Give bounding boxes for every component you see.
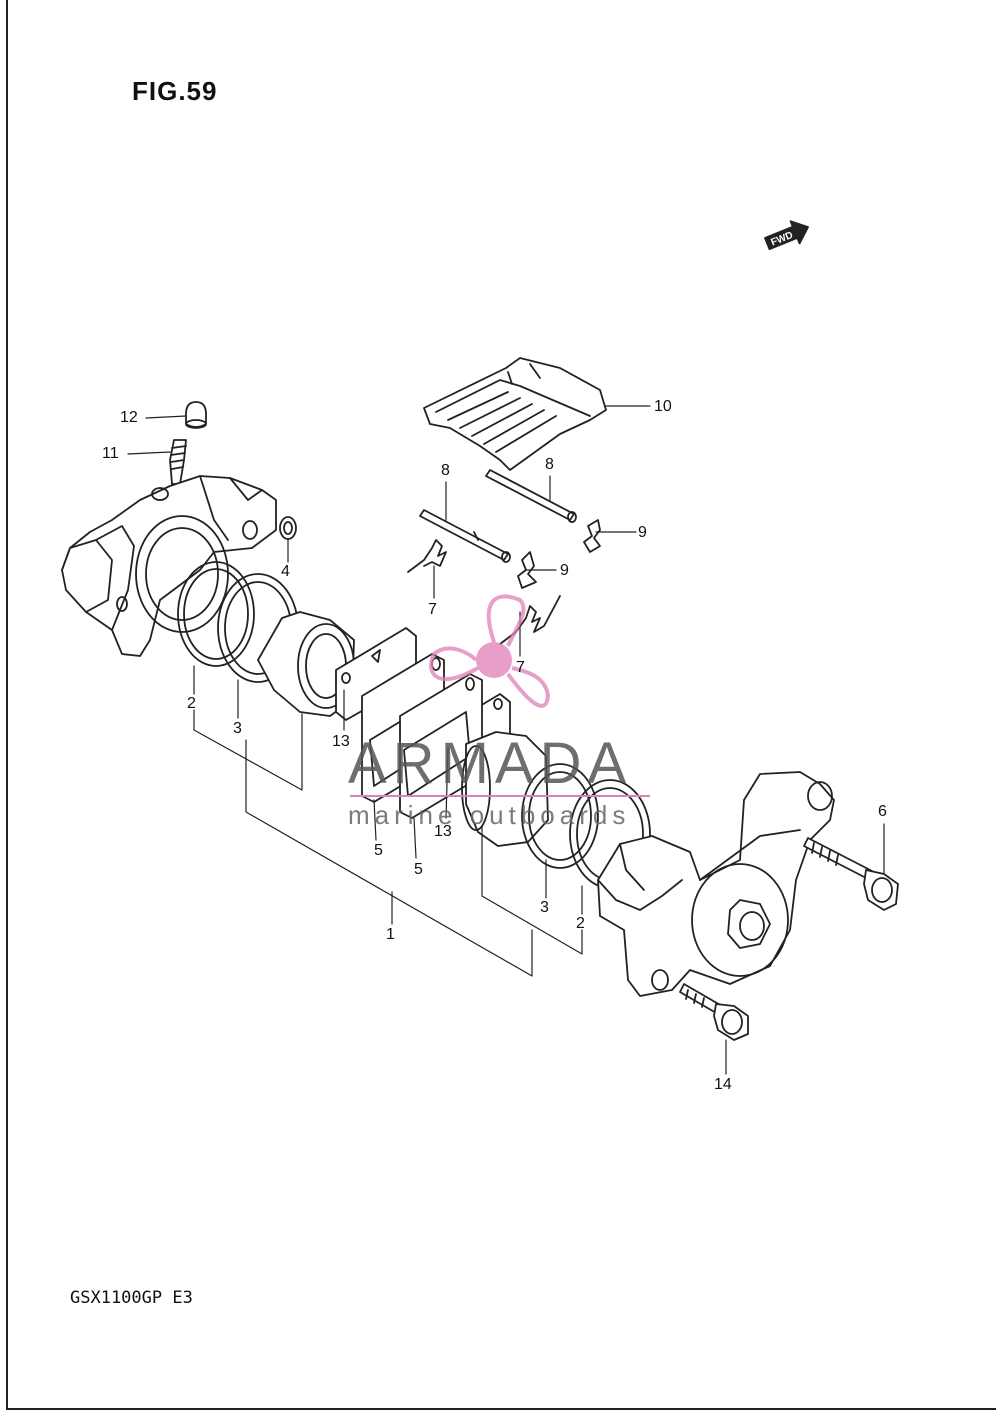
model-code: GSX1100GP E3 (70, 1288, 193, 1308)
caliper-right-half-part (597, 771, 835, 997)
watermark-propeller-icon (429, 594, 551, 708)
watermark-tagline: marine outboards (348, 800, 631, 830)
callout-12: 12 (120, 409, 138, 426)
callout-5b: 5 (414, 861, 423, 878)
mounting-bolt-upper-part (803, 837, 899, 911)
watermark-brand: ARMADA (348, 731, 633, 796)
watermark-divider (350, 795, 650, 797)
page-border (6, 0, 996, 1410)
bleeder-valve-part (169, 439, 187, 485)
callout-3a: 3 (233, 720, 242, 737)
callout-11: 11 (102, 445, 119, 462)
piston-seal-right-part (521, 763, 599, 869)
callout-8b: 8 (545, 456, 554, 473)
caliper-left-half-part (61, 475, 277, 657)
callout-13b: 13 (434, 823, 452, 840)
callout-3b: 3 (540, 899, 549, 916)
washer-part (279, 516, 297, 540)
pad-pin-left-part (419, 509, 511, 563)
piston-right-part (461, 731, 549, 847)
mounting-bolt-lower-part (679, 983, 749, 1041)
callout-14: 14 (714, 1076, 732, 1093)
callout-13a: 13 (332, 733, 350, 750)
pad-cover-part (423, 357, 607, 471)
bleeder-cap-part (185, 401, 207, 429)
callout-1: 1 (386, 926, 395, 943)
callout-2b: 2 (576, 915, 585, 932)
pad-clip-upper-part (583, 519, 601, 553)
callout-6: 6 (878, 803, 887, 820)
callout-2a: 2 (187, 695, 196, 712)
pad-pin-right-part (485, 469, 577, 523)
pad-spring-right-part (499, 595, 561, 645)
pad-shim-left-part (335, 627, 417, 721)
callout-7b: 7 (516, 659, 525, 676)
pad-clip-lower-part (517, 551, 537, 589)
callout-4: 4 (281, 563, 290, 580)
callout-8a: 8 (441, 462, 450, 479)
callout-10: 10 (654, 398, 672, 415)
figure-title: FIG.59 (132, 76, 218, 106)
fwd-arrow-icon: FWD (764, 220, 809, 251)
dust-seal-left-part (177, 561, 255, 667)
svg-text:FWD: FWD (769, 230, 794, 249)
pad-spring-left-part (407, 539, 447, 573)
callout-9b: 9 (560, 562, 569, 579)
callout-9a: 9 (638, 524, 647, 541)
callout-5a: 5 (374, 842, 383, 859)
callout-7a: 7 (428, 601, 437, 618)
